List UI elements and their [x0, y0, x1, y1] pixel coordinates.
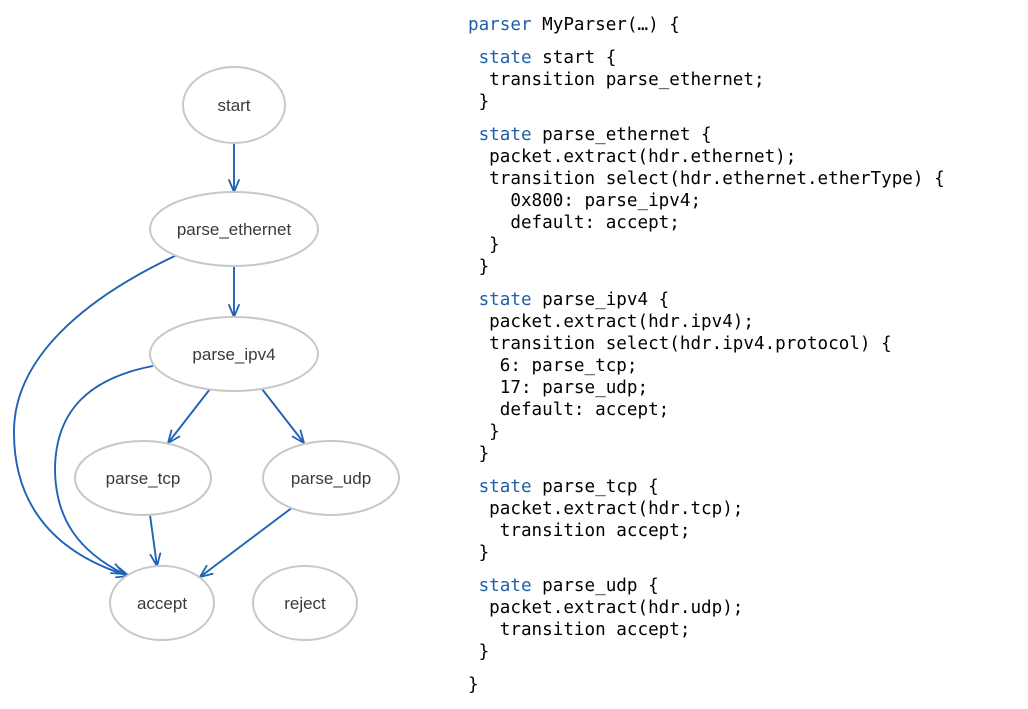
code-line: transition select(hdr.ipv4.protocol) {: [468, 333, 945, 355]
code-text: }: [468, 235, 500, 255]
node-parse-udp: parse_udp: [262, 440, 400, 516]
code-text: start {: [531, 48, 617, 68]
node-label: start: [217, 96, 250, 115]
code-text: parse_udp {: [531, 576, 659, 596]
code-text: parse_ipv4 {: [531, 290, 670, 310]
graph-nodes: start parse_ethernet parse_ipv4 parse_tcp pa…: [74, 66, 400, 641]
node-parse-ethernet: parse_ethernet: [149, 191, 319, 267]
code-line: }: [468, 421, 945, 443]
code-line: packet.extract(hdr.ipv4);: [468, 311, 945, 333]
edge-parse-udp-to-accept: [199, 506, 294, 578]
code-line: [468, 663, 945, 674]
code-text: packet.extract(hdr.ethernet);: [468, 147, 797, 167]
code-line: state parse_udp {: [468, 575, 945, 597]
code-line: state parse_ethernet {: [468, 124, 945, 146]
code-text: }: [468, 444, 490, 464]
code-line: state parse_ipv4 {: [468, 289, 945, 311]
code-line: }: [468, 641, 945, 663]
code-keyword: state: [468, 48, 532, 68]
code-keyword: state: [468, 576, 532, 596]
code-line: transition accept;: [468, 520, 945, 542]
node-start: start: [182, 66, 286, 144]
code-text: packet.extract(hdr.udp);: [468, 598, 744, 618]
code-line: }: [468, 674, 945, 696]
edge-parse-ipv4-to-parse-udp: [261, 388, 305, 444]
edge-parse-tcp-to-accept: [149, 514, 162, 567]
code-line: state start {: [468, 47, 945, 69]
node-label: parse_ethernet: [177, 220, 292, 239]
code-text: packet.extract(hdr.ipv4);: [468, 312, 754, 332]
graph-edges: [13, 143, 305, 579]
code-line: [468, 465, 945, 476]
node-label: parse_ipv4: [192, 345, 275, 364]
code-line: parser MyParser(…) {: [468, 14, 945, 36]
code-line: packet.extract(hdr.tcp);: [468, 498, 945, 520]
code-text: }: [468, 257, 490, 277]
code-text: parse_ethernet {: [531, 125, 712, 145]
code-line: }: [468, 256, 945, 278]
code-text: 17: parse_udp;: [468, 378, 649, 398]
node-ellipse: [262, 440, 400, 516]
edge-parse-ethernet-to-accept: [13, 253, 180, 579]
code-line: 17: parse_udp;: [468, 377, 945, 399]
code-text: }: [468, 642, 490, 662]
code-text: packet.extract(hdr.tcp);: [468, 499, 744, 519]
code-line: [468, 36, 945, 47]
node-ellipse: [149, 316, 319, 392]
code-text: transition parse_ethernet;: [468, 70, 765, 90]
code-keyword: state: [468, 125, 532, 145]
code-text: transition select(hdr.ethernet.etherType…: [468, 169, 945, 189]
code-line: state parse_tcp {: [468, 476, 945, 498]
code-line: }: [468, 542, 945, 564]
code-text: }: [468, 543, 490, 563]
code-text: parse_tcp {: [531, 477, 659, 497]
code-text: MyParser(…) {: [531, 15, 680, 35]
code-line: packet.extract(hdr.ethernet);: [468, 146, 945, 168]
edge-parse-ipv4-to-parse-tcp: [167, 388, 211, 444]
code-text: }: [468, 675, 479, 695]
node-ellipse: [149, 191, 319, 267]
node-label: parse_udp: [291, 469, 371, 488]
node-parse-tcp: parse_tcp: [74, 440, 212, 516]
node-label: reject: [284, 594, 326, 613]
code-text: 0x800: parse_ipv4;: [468, 191, 702, 211]
code-line: default: accept;: [468, 399, 945, 421]
node-label: accept: [137, 594, 187, 613]
node-label: parse_tcp: [106, 469, 181, 488]
code-line: }: [468, 234, 945, 256]
code-line: }: [468, 443, 945, 465]
node-ellipse: [74, 440, 212, 516]
node-ellipse: [109, 565, 215, 641]
code-text: default: accept;: [468, 400, 670, 420]
code-line: default: accept;: [468, 212, 945, 234]
code-text: 6: parse_tcp;: [468, 356, 638, 376]
node-parse-ipv4: parse_ipv4: [149, 316, 319, 392]
code-line: [468, 113, 945, 124]
node-accept: accept: [109, 565, 215, 641]
code-line: transition parse_ethernet;: [468, 69, 945, 91]
code-text: }: [468, 92, 490, 112]
code-line: [468, 278, 945, 289]
code-text: }: [468, 422, 500, 442]
code-line: 6: parse_tcp;: [468, 355, 945, 377]
code-text: default: accept;: [468, 213, 680, 233]
code-keyword: parser: [468, 15, 532, 35]
code-line: 0x800: parse_ipv4;: [468, 190, 945, 212]
code-text: transition accept;: [468, 521, 691, 541]
code-line: transition accept;: [468, 619, 945, 641]
code-line: transition select(hdr.ethernet.etherType…: [468, 168, 945, 190]
code-line: packet.extract(hdr.udp);: [468, 597, 945, 619]
node-reject: reject: [252, 565, 358, 641]
code-keyword: state: [468, 477, 532, 497]
code-line: [468, 564, 945, 575]
code-text: transition accept;: [468, 620, 691, 640]
code-text: transition select(hdr.ipv4.protocol) {: [468, 334, 892, 354]
node-ellipse: [182, 66, 286, 144]
edge-parse-ipv4-to-accept: [54, 365, 154, 575]
parser-state-graph: start parse_ethernet parse_ipv4 parse_tcp pa…: [13, 66, 400, 641]
code-keyword: state: [468, 290, 532, 310]
node-ellipse: [252, 565, 358, 641]
code-line: }: [468, 91, 945, 113]
parser-code-listing: parser MyParser(…) { state start { trans…: [468, 14, 945, 696]
